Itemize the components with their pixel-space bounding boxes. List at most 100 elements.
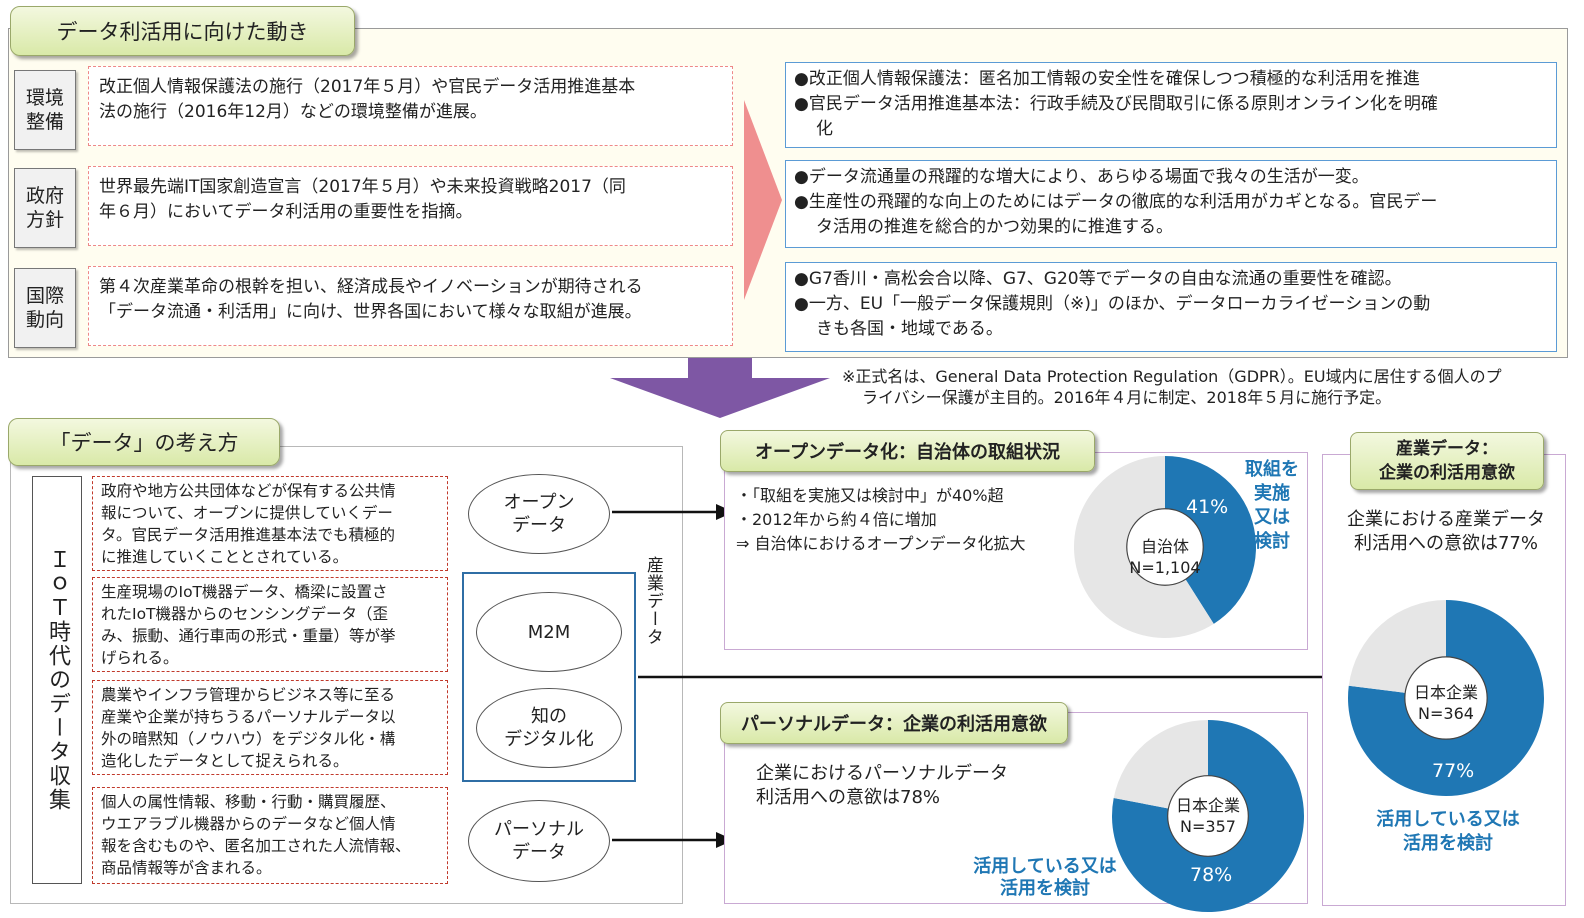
- text-line: 改正個人情報保護法の施行（2017年５月）や官民データ活用推進基本: [99, 77, 636, 97]
- donut-slice-main: [1348, 600, 1544, 796]
- industry-data-label: 産業データ: [643, 556, 663, 646]
- text-line: げられる。: [101, 649, 179, 667]
- top-panel-title: データ利活用に向けた動き: [10, 6, 355, 56]
- center-line: N=364: [1418, 704, 1474, 723]
- text-line: 生産現場のIoT機器データ、橋梁に設置さ: [101, 583, 388, 601]
- data-concept-title: 「データ」の考え方: [8, 418, 280, 466]
- iot-label: ＩｏＴ時代のデータ収集: [45, 548, 70, 812]
- legend-line: 活用している又は: [973, 856, 1117, 877]
- text-line: ●G7香川・高松会合以降、G7、G20等でデータの自由な流通の重要性を確認。: [794, 269, 1402, 289]
- industry-data-title: 産業データ： 企業の利活用意欲: [1350, 432, 1544, 490]
- down-arrow: [610, 358, 830, 418]
- category-kokusai: 国際 動向: [14, 268, 76, 348]
- text-line: タ。官民データ活用推進基本法でも積極的: [101, 526, 396, 544]
- footnote-line: ※正式名は、General Data Protection Regulation…: [842, 367, 1502, 386]
- legend-line: 活用している又は: [1376, 809, 1520, 830]
- donut-slice-rest: [1348, 600, 1446, 693]
- text-line: 造化したデータとして捉えられる。: [101, 752, 349, 770]
- pct-label: 77%: [1432, 760, 1475, 782]
- desc-line: 利活用への意欲は78%: [756, 787, 941, 808]
- text-line: 「データ流通・利活用」に向け、世界各国において様々な取組が進展。: [99, 302, 642, 322]
- center-line: N=1,104: [1129, 558, 1201, 577]
- category-line: 方針: [25, 209, 64, 231]
- text-line: 年６月）においてデータ利活用の重要性を指摘。: [99, 202, 473, 222]
- personal-data-legend: 活用している又は 活用を検討: [960, 856, 1130, 900]
- ellipse-line: パーソナル: [494, 819, 584, 840]
- industry-data-desc: 企業における産業データ 利活用への意欲は77%: [1328, 508, 1564, 556]
- ellipse-line: M2M: [527, 621, 571, 643]
- desc-line: 利活用への意欲は77%: [1353, 533, 1538, 554]
- pct-label: 78%: [1190, 864, 1233, 886]
- donut-industry-data: [1348, 600, 1544, 796]
- text-line: 産業や企業が持ちうるパーソナルデータ以: [101, 708, 396, 726]
- iot-label-box: ＩｏＴ時代のデータ収集: [32, 476, 82, 884]
- text-line: み、振動、通行車両の形式・重量）等が挙: [101, 627, 396, 645]
- personal-data-desc: 企業におけるパーソナルデータ 利活用への意欲は78%: [756, 762, 1008, 810]
- center-line: 日本企業: [1175, 796, 1240, 815]
- ellipse-line: データ: [512, 515, 566, 536]
- right-arrow: [744, 100, 782, 300]
- text-line: 世界最先端IT国家創造宣言（2017年５月）や未来投資戦略2017（同: [99, 177, 626, 197]
- text-line: 化: [816, 119, 833, 139]
- desc-line: 企業におけるパーソナルデータ: [756, 763, 1008, 784]
- ellipse-line: オープン: [503, 492, 575, 513]
- text-line: ●生産性の飛躍的な向上のためにはデータの徹底的な利活用がカギとなる。官民デー: [794, 192, 1438, 212]
- text-line: 政府や地方公共団体などが保有する公共情: [101, 482, 396, 500]
- text-line: に推進していくこととされている。: [101, 548, 349, 566]
- category-line: 動向: [25, 309, 64, 331]
- arrow-industry-data: [638, 669, 1358, 685]
- iot-item-open-data: 政府や地方公共団体などが保有する公共情 報について、オープンに提供していくデー …: [92, 476, 448, 571]
- donut-slice-rest: [1113, 720, 1208, 809]
- desc-line: 企業における産業データ: [1347, 509, 1545, 530]
- open-data-bullets: ・「取組を実施又は検討中」が40%超 ・2012年から約４倍に増加 ⇒ 自治体に…: [736, 484, 1026, 556]
- footnote: ※正式名は、General Data Protection Regulation…: [842, 366, 1502, 408]
- legend-line: 検討: [1254, 531, 1290, 552]
- open-data-legend: 取組を 実施 又は 検討: [1240, 458, 1304, 554]
- center-line: 日本企業: [1413, 683, 1478, 702]
- ellipse-personal: パーソナル データ: [468, 800, 610, 882]
- bullet-line: ・「取組を実施又は検討中」が40%超: [736, 486, 1004, 505]
- category-seifu: 政府 方針: [14, 168, 76, 248]
- legend-line: 取組を: [1245, 459, 1299, 480]
- row-description-3: 第４次産業革命の根幹を担い、経済成長やイノベーションが期待される 「データ流通・…: [88, 266, 733, 346]
- title-line: 産業データ：: [1396, 439, 1498, 459]
- donut-slice-main: [1165, 456, 1256, 624]
- text-line: ●官民データ活用推進基本法：行政手続及び民間取引に係る原則オンライン化を明確: [794, 94, 1438, 114]
- text-line: きも各国・地域である。: [816, 319, 1003, 339]
- text-line: 農業やインフラ管理からビジネス等に至る: [101, 686, 396, 704]
- iot-item-m2m: 生産現場のIoT機器データ、橋梁に設置さ れたIoT機器からのセンシングデータ（…: [92, 577, 448, 672]
- title-line: 企業の利活用意欲: [1379, 463, 1515, 483]
- center-line: N=357: [1180, 817, 1236, 836]
- footnote-line: ライバシー保護が主目的。2016年４月に制定、2018年５月に施行予定。: [862, 388, 1392, 407]
- text-line: ●データ流通量の飛躍的な増大により、あらゆる場面で我々の生活が一変。: [794, 167, 1369, 187]
- legend-line: 活用を検討: [1000, 878, 1090, 899]
- category-line: 国際: [25, 285, 64, 307]
- text-line: 個人の属性情報、移動・行動・購買履歴、: [101, 793, 396, 811]
- center-line: 自治体: [1140, 537, 1189, 556]
- bullet-line: ・2012年から約４倍に増加: [736, 510, 937, 529]
- row-description-1: 改正個人情報保護法の施行（2017年５月）や官民データ活用推進基本 法の施行（2…: [88, 66, 733, 146]
- category-line: 整備: [25, 111, 64, 133]
- text-line: 第４次産業革命の根幹を担い、経済成長やイノベーションが期待される: [99, 277, 643, 297]
- row-result-3: ●G7香川・高松会合以降、G7、G20等でデータの自由な流通の重要性を確認。 ●…: [785, 262, 1557, 352]
- text-line: ●改正個人情報保護法：匿名加工情報の安全性を確保しつつ積極的な利活用を推進: [794, 69, 1420, 89]
- donut-slice-rest: [1074, 456, 1214, 638]
- text-line: 法の施行（2016年12月）などの環境整備が進展。: [99, 102, 487, 122]
- ellipse-line: 知の: [531, 706, 567, 727]
- ellipse-line: デジタル化: [504, 729, 594, 750]
- legend-line: 又は: [1254, 507, 1290, 528]
- bullet-line: ⇒ 自治体におけるオープンデータ化拡大: [736, 534, 1026, 553]
- iot-item-tacit: 農業やインフラ管理からビジネス等に至る 産業や企業が持ちうるパーソナルデータ以 …: [92, 680, 448, 775]
- ellipse-tacit: 知の デジタル化: [476, 688, 622, 768]
- text-line: 外の暗黙知（ノウハウ）をデジタル化・構: [101, 730, 396, 748]
- industry-data-box: [462, 572, 636, 782]
- donut-center-label: 日本企業 N=364: [1396, 682, 1496, 724]
- text-line: 報について、オープンに提供していくデー: [101, 504, 393, 522]
- text-line: 報を含むものや、匿名加工された人流情報、: [101, 837, 411, 855]
- donut-personal-data: [1112, 720, 1304, 912]
- category-kankyo: 環境 整備: [14, 70, 76, 150]
- ellipse-open-data: オープン データ: [468, 474, 610, 554]
- legend-line: 実施: [1254, 483, 1290, 504]
- ellipse-line: データ: [512, 842, 566, 863]
- donut-open-data: [1074, 456, 1256, 638]
